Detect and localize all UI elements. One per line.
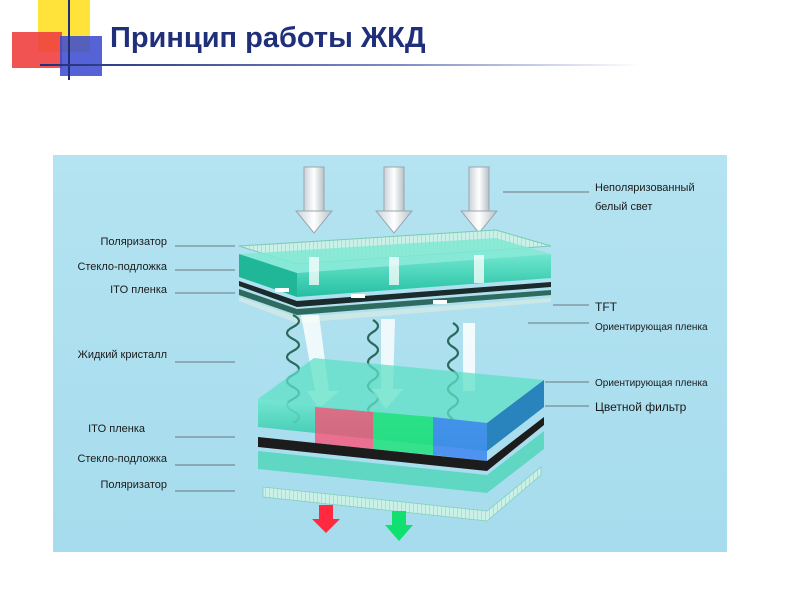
label-ito-top: ITO пленка — [110, 284, 168, 296]
light-through-glass-2 — [389, 257, 399, 285]
slide-title: Принцип работы ЖКД — [110, 22, 425, 55]
lcd-diagram: Поляризатор Стекло-подложка ITO пленка Ж… — [53, 155, 727, 552]
label-orientation-top: Ориентирующая пленка — [595, 322, 708, 333]
light-through-glass-3 — [474, 255, 484, 283]
deco-square-blue — [60, 36, 102, 76]
title-underline — [40, 64, 640, 66]
lcd-diagram-svg: Поляризатор Стекло-подложка ITO пленка Ж… — [53, 155, 727, 552]
color-filter-blue — [433, 417, 487, 461]
label-unpolarized-line1: Неполяризованный — [595, 182, 695, 194]
label-glass-bottom: Стекло-подложка — [77, 453, 167, 465]
light-through-glass-1 — [309, 257, 319, 285]
color-filter-green — [373, 412, 433, 455]
tft-cell-2 — [351, 294, 365, 298]
deco-line-vertical — [68, 0, 70, 80]
label-tft: TFT — [595, 300, 618, 314]
tft-cell-1 — [275, 288, 289, 292]
label-glass-top: Стекло-подложка — [77, 261, 167, 273]
label-polarizer-top: Поляризатор — [101, 236, 168, 248]
label-ito-bottom: ITO пленка — [88, 423, 146, 435]
tft-cell-3 — [433, 300, 447, 304]
label-polarizer-bottom: Поляризатор — [101, 479, 168, 491]
label-orientation-bottom: Ориентирующая пленка — [595, 378, 708, 389]
deco-square-red — [12, 32, 62, 68]
label-liquid-crystal: Жидкий кристалл — [78, 349, 167, 361]
label-unpolarized-line2: белый свет — [595, 201, 652, 213]
label-color-filter: Цветной фильтр — [595, 400, 687, 414]
color-filter-red — [315, 407, 373, 449]
